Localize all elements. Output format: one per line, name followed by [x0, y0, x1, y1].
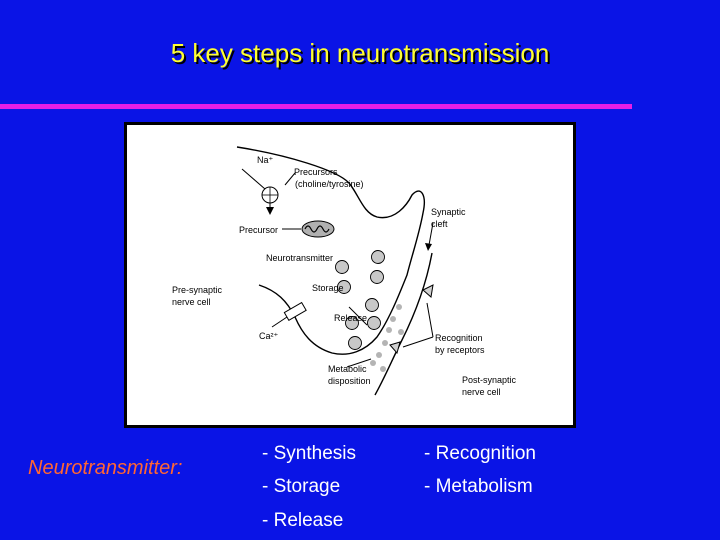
step-recognition: - Recognition [424, 443, 536, 464]
diagram-svg: Na⁺ Precursors (choline/tyrosine) Precur… [172, 146, 517, 397]
receptors [389, 284, 434, 355]
presynaptic-membrane [236, 146, 425, 355]
label-nerve-cell-post: nerve cell [462, 387, 501, 397]
label-recognition: Recognition [435, 333, 483, 343]
step-metabolism: - Metabolism [424, 476, 533, 497]
label-post-synaptic: Post-synaptic [462, 375, 517, 385]
label-precursor: Precursor [239, 225, 278, 235]
label-release: Release [334, 313, 367, 323]
neurotransmitter-heading: Neurotransmitter: [28, 457, 183, 479]
label-precursors: Precursors [294, 167, 338, 177]
step-synthesis: - Synthesis [262, 443, 356, 464]
released-transmitter-dots [370, 304, 404, 372]
label-na: Na⁺ [257, 155, 274, 165]
title-divider [0, 104, 632, 109]
label-by-receptors: by receptors [435, 345, 485, 355]
calcium-channel-icon [283, 301, 307, 322]
label-nerve-cell-pre: nerve cell [172, 297, 211, 307]
label-choline-tyrosine: (choline/tyrosine) [295, 179, 364, 189]
label-metabolic: Metabolic [328, 364, 367, 374]
postsynaptic-membrane [374, 252, 433, 396]
vesicles [335, 250, 385, 350]
mitochondrion-icon [301, 220, 335, 238]
label-cleft: cleft [431, 219, 448, 229]
label-pre-synaptic: Pre-synaptic [172, 285, 223, 295]
label-synaptic: Synaptic [431, 207, 466, 217]
label-neurotransmitter: Neurotransmitter [266, 253, 333, 263]
step-storage: - Storage [262, 476, 341, 497]
label-ca: Ca²⁺ [259, 331, 279, 341]
slide-title: 5 key steps in neurotransmission [170, 38, 550, 68]
label-disposition: disposition [328, 376, 371, 386]
label-storage: Storage [312, 283, 344, 293]
neurotransmission-diagram: Na⁺ Precursors (choline/tyrosine) Precur… [124, 122, 576, 428]
step-release: - Release [262, 510, 344, 531]
